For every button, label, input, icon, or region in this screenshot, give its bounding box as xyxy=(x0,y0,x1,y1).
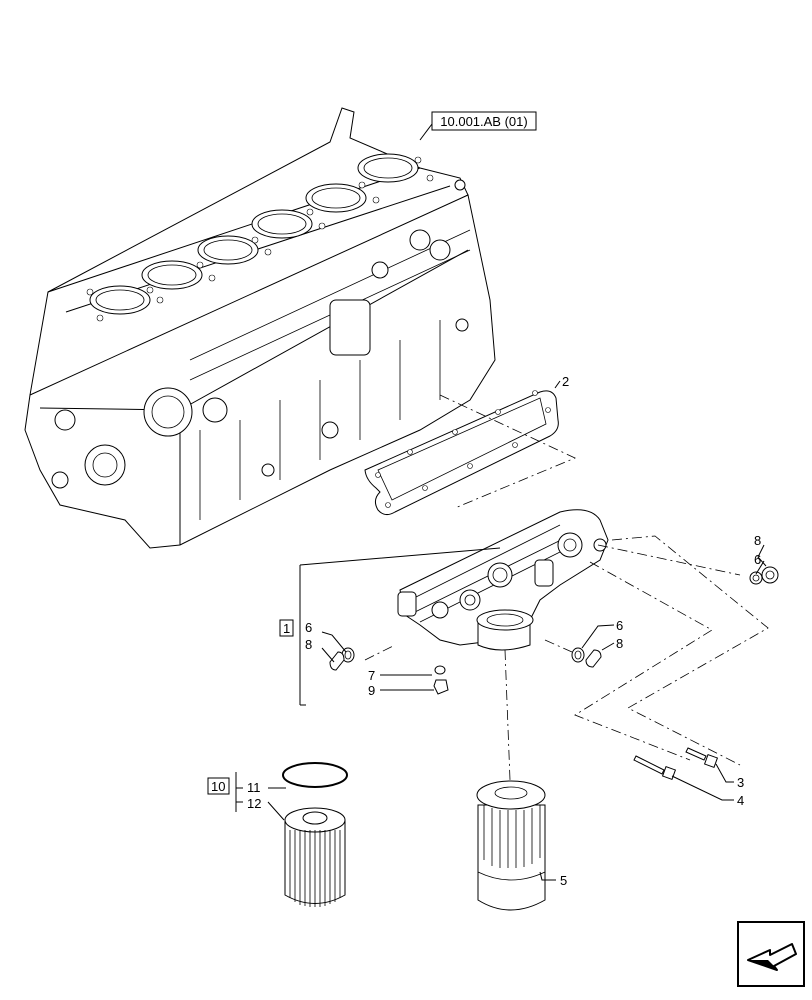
assembly-lines xyxy=(364,394,769,781)
callout-11: 11 xyxy=(247,780,261,795)
washer-plug-left xyxy=(329,647,355,671)
next-page-arrow-icon[interactable] xyxy=(737,921,805,987)
reference-box[interactable] xyxy=(431,111,537,131)
callout-10-box xyxy=(207,777,230,795)
o-ring-part-11 xyxy=(282,762,348,788)
filter-cover-part-5 xyxy=(476,780,546,911)
screw-part-3 xyxy=(685,747,719,769)
reference-box-label[interactable]: 10.001.AB (01) xyxy=(440,114,527,129)
callout-5: 5 xyxy=(560,873,567,888)
callout-3: 3 xyxy=(737,775,744,790)
callout-1-box xyxy=(279,619,294,637)
callout-6-right: 6 xyxy=(616,618,623,633)
washer-plug-right xyxy=(571,647,602,668)
callout-2: 2 xyxy=(562,374,569,389)
callout-8-upper: 8 xyxy=(754,533,761,548)
engine-block xyxy=(24,107,496,549)
callout-8-left: 8 xyxy=(305,637,312,652)
screw-part-4 xyxy=(633,755,677,781)
callout-6-left: 6 xyxy=(305,620,312,635)
callout-7: 7 xyxy=(368,668,375,683)
callout-6-upper: 6 xyxy=(754,552,761,567)
callout-1: 1 xyxy=(283,621,290,636)
callout-4: 4 xyxy=(737,793,744,808)
callout-9: 9 xyxy=(368,683,375,698)
leader-lines xyxy=(235,123,767,881)
callout-10: 10 xyxy=(211,779,225,794)
seal-and-valve-7-9 xyxy=(433,665,449,695)
washer-plug-upper-right xyxy=(749,566,779,585)
callout-12: 12 xyxy=(247,796,261,811)
callout-8-right: 8 xyxy=(616,636,623,651)
oil-filter-housing-part-1 xyxy=(397,509,609,651)
filter-element-part-12 xyxy=(284,807,346,907)
gasket-part-2 xyxy=(364,390,559,516)
